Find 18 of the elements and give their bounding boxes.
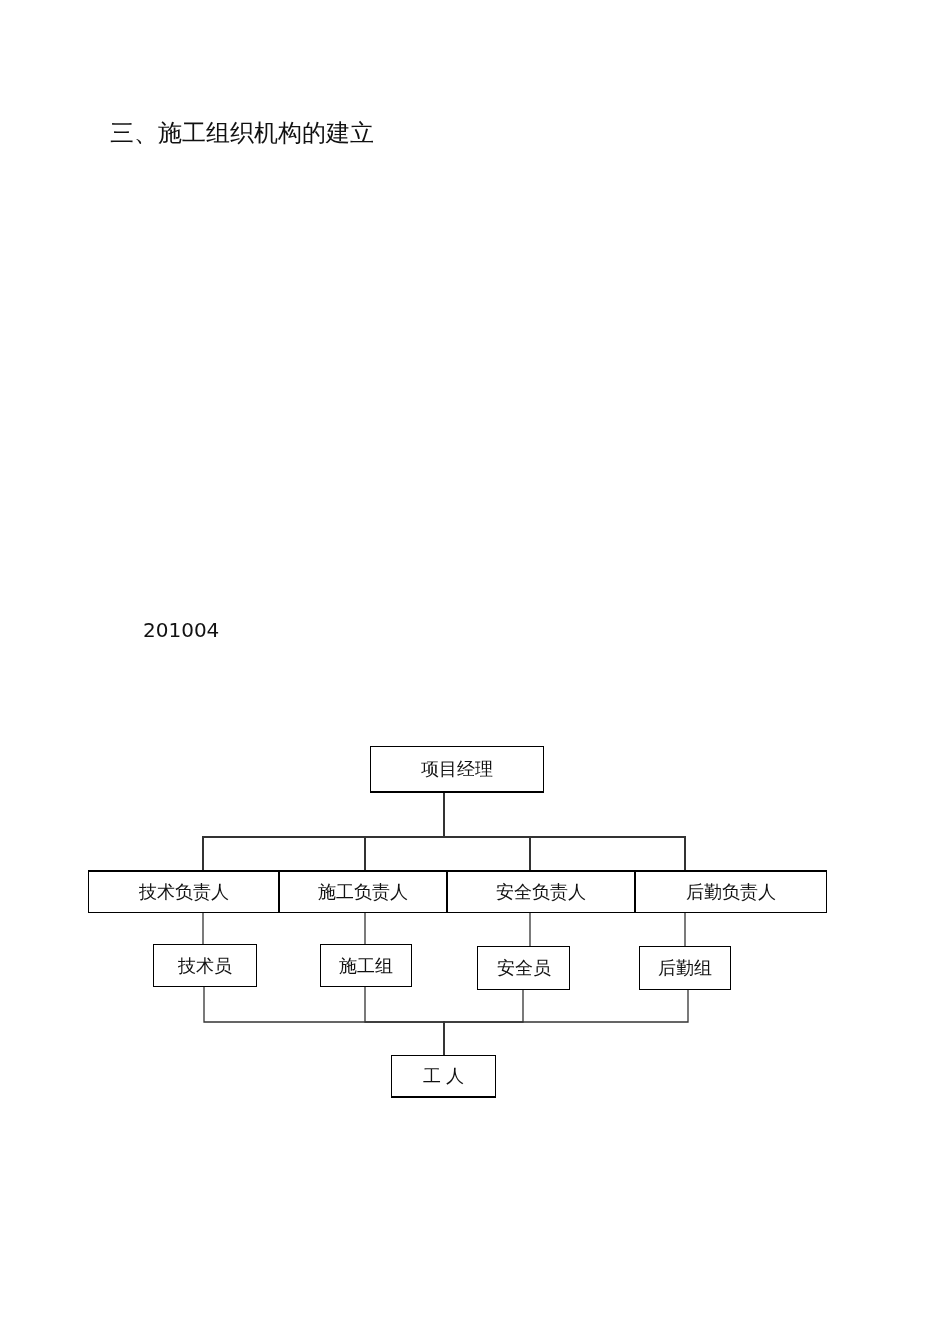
connector-line: [202, 912, 204, 945]
connector-line: [364, 912, 366, 945]
org-box: 后勤组: [639, 946, 731, 990]
connector-line: [529, 912, 531, 947]
connector-line: [443, 989, 689, 1056]
org-box: 项目经理: [370, 746, 544, 793]
connector-line: [443, 792, 686, 871]
org-box: 技术员: [153, 944, 257, 987]
org-box: 后勤负责人: [635, 870, 827, 913]
date-label: 201004: [143, 618, 220, 642]
heading: 三、施工组织机构的建立: [110, 118, 374, 149]
org-box: 工 人: [391, 1055, 496, 1098]
org-box: 施工负责人: [279, 870, 447, 913]
org-box: 安全负责人: [447, 870, 635, 913]
org-box: 技术负责人: [88, 870, 279, 913]
org-box: 施工组: [320, 944, 412, 987]
connector-line: [684, 912, 686, 947]
org-box: 安全员: [477, 946, 570, 990]
